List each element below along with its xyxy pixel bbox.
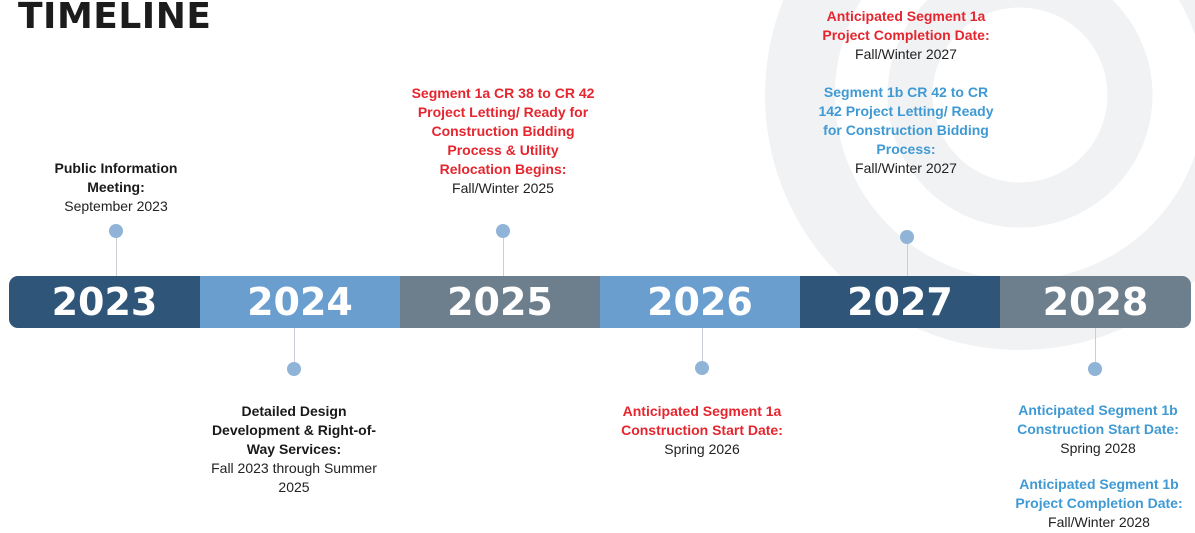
connector-line [294,328,295,369]
milestone-2027-letting: Segment 1b CR 42 to CR 142 Project Letti… [816,83,996,178]
milestone-headline: Anticipated Segment 1b Project Completio… [1015,476,1183,511]
timeline-bar: 2023 2024 2025 2026 2027 2028 [9,276,1191,328]
milestone-date: Fall/Winter 2028 [1048,514,1150,530]
milestone-date: September 2023 [64,198,168,214]
milestone-headline: Anticipated Segment 1b Construction Star… [1017,402,1179,437]
connector-line [907,237,908,276]
milestone-2028-completion: Anticipated Segment 1b Project Completio… [1003,475,1195,532]
milestone-date: Spring 2026 [664,441,740,457]
milestone-headline: Anticipated Segment 1a Project Completio… [822,8,990,43]
year-2027: 2027 [800,276,1000,328]
milestone-dot-2026 [695,361,709,375]
connector-line [116,231,117,276]
milestone-date: Fall/Winter 2027 [855,46,957,62]
milestone-dot-2028 [1088,362,1102,376]
milestone-2028-start: Anticipated Segment 1b Construction Star… [1003,401,1193,458]
milestone-date: Fall/Winter 2027 [855,160,957,176]
year-2026: 2026 [600,276,800,328]
milestone-dot-2025 [496,224,510,238]
milestone-dot-2023 [109,224,123,238]
year-2024: 2024 [200,276,400,328]
year-2023: 2023 [9,276,200,328]
milestone-headline: Public Information Meeting: [54,160,178,195]
connector-line [503,231,504,276]
year-2028: 2028 [1000,276,1191,328]
connector-line [702,328,703,368]
milestone-2025: Segment 1a CR 38 to CR 42 Project Lettin… [410,84,596,198]
year-2025: 2025 [400,276,600,328]
milestone-date: Fall/Winter 2025 [452,180,554,196]
connector-line [1095,328,1096,369]
milestone-headline: Detailed Design Development & Right-of-W… [211,403,377,457]
milestone-dot-2027 [900,230,914,244]
milestone-headline: Segment 1a CR 38 to CR 42 Project Lettin… [411,85,595,177]
milestone-2024: Detailed Design Development & Right-of-W… [208,402,380,497]
milestone-headline: Anticipated Segment 1a Construction Star… [621,403,783,438]
page-title: TIMELINE [18,0,212,37]
milestone-2023: Public Information Meeting: September 20… [36,159,196,216]
milestone-headline: Segment 1b CR 42 to CR 142 Project Letti… [818,84,994,157]
milestone-date: Spring 2028 [1060,440,1136,456]
milestone-2027-completion: Anticipated Segment 1a Project Completio… [806,7,1006,64]
milestone-date: Fall 2023 through Summer 2025 [211,460,377,495]
milestone-dot-2024 [287,362,301,376]
milestone-2026: Anticipated Segment 1a Construction Star… [606,402,798,459]
